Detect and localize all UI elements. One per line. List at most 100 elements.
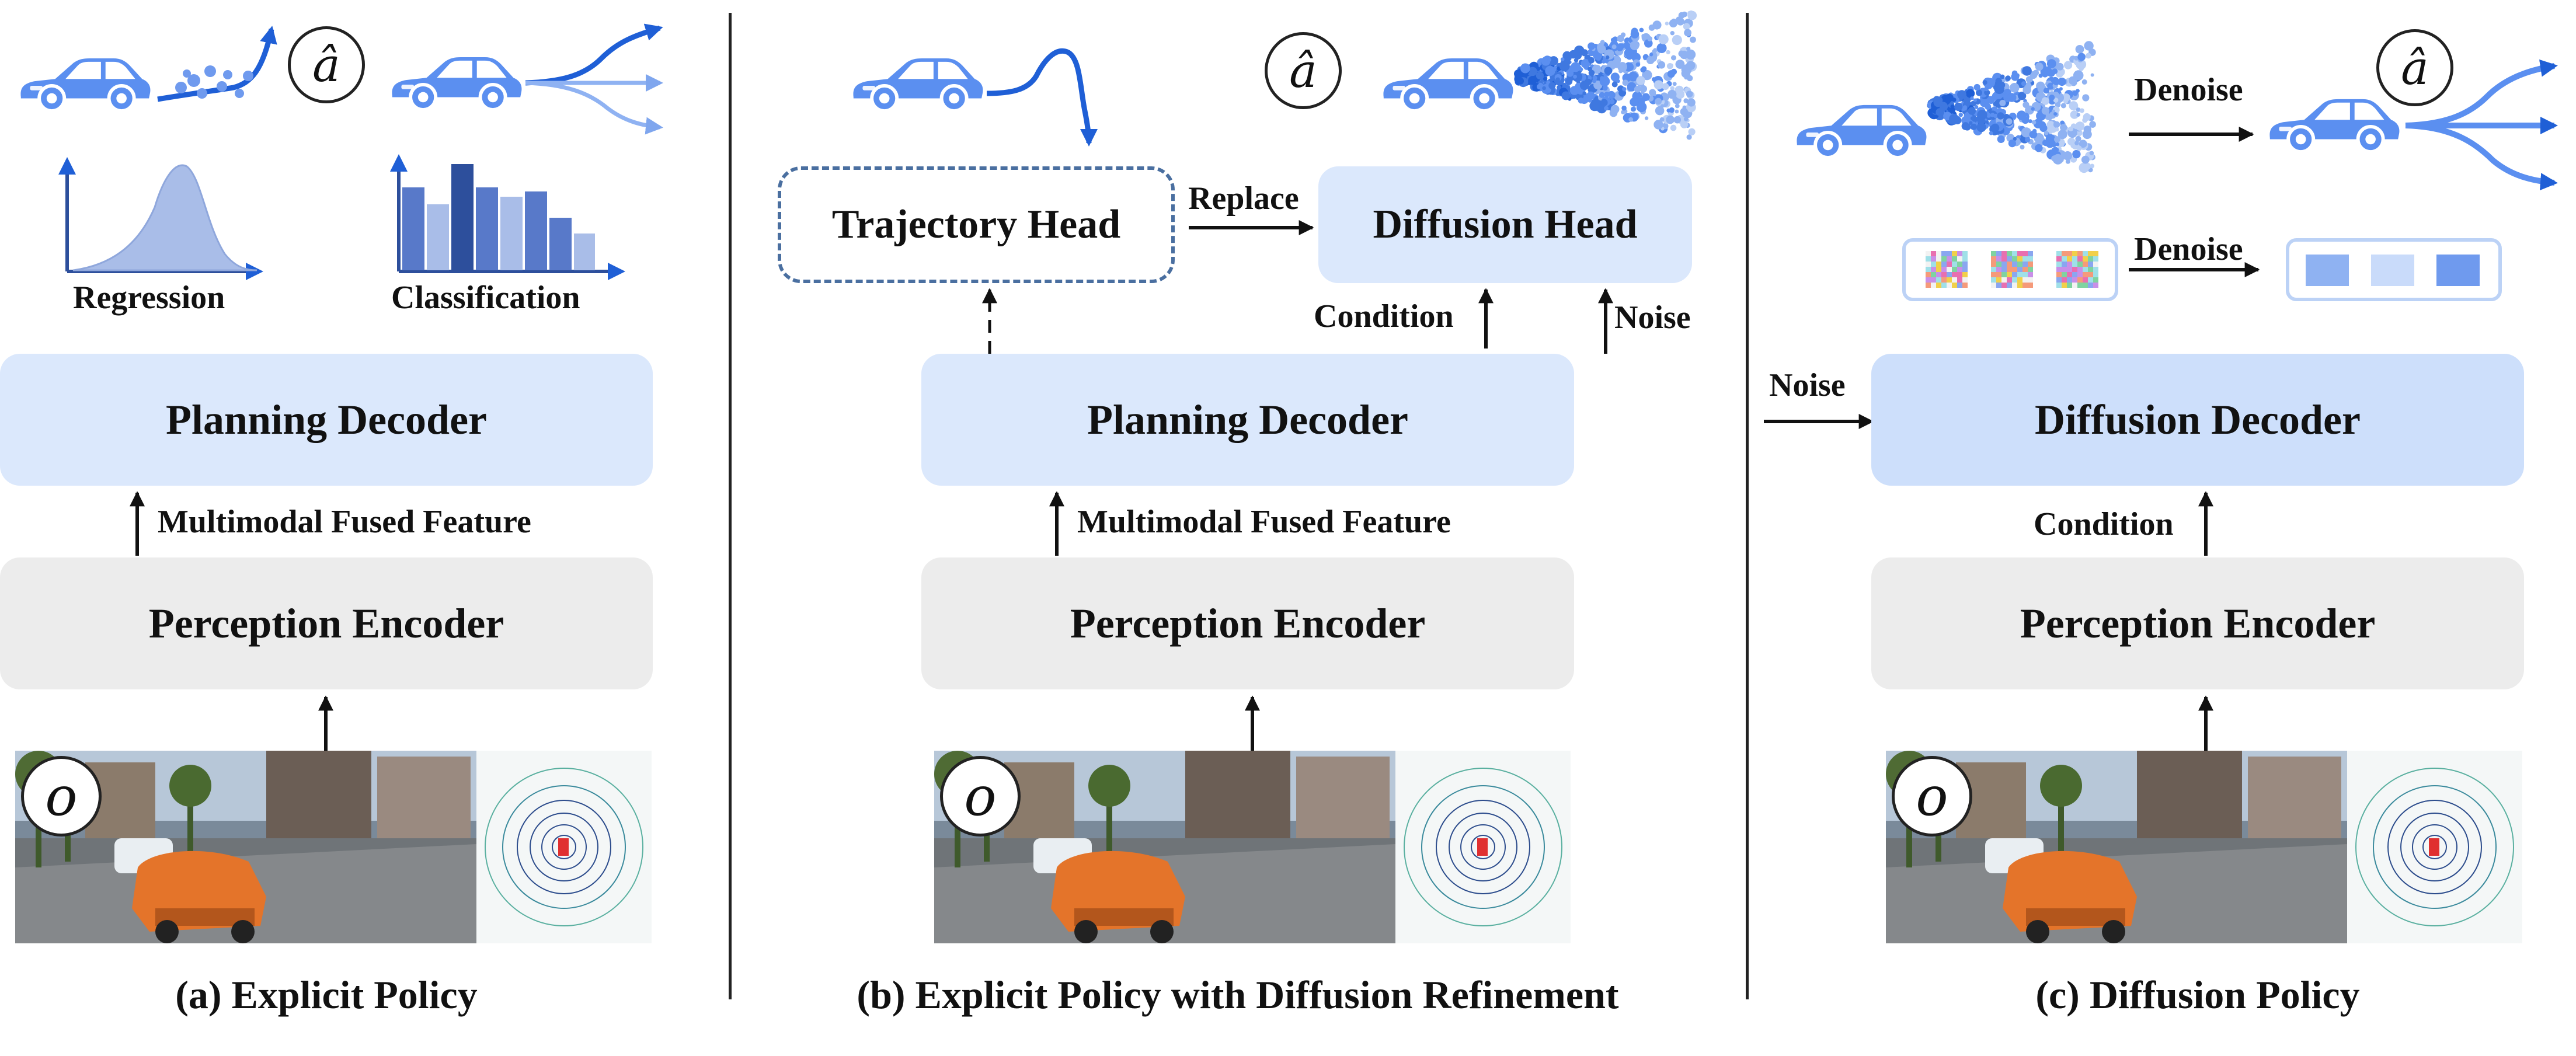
noise-particle — [1653, 120, 1663, 130]
noise-pixel — [2062, 262, 2067, 267]
noise-pixel — [2056, 277, 2062, 283]
noise-particle — [1574, 58, 1579, 62]
noise-particle — [1520, 63, 1530, 74]
noise-particle — [2068, 126, 2074, 131]
noise-pixel — [2007, 272, 2012, 277]
noise-particle — [2035, 62, 2044, 71]
noise-particle — [1528, 67, 1537, 76]
noise-particle — [2055, 102, 2061, 107]
noise-particle — [1617, 62, 1627, 72]
noise-particle — [1597, 45, 1606, 54]
noise-particle — [1985, 103, 1992, 110]
classification-histogram-icon — [390, 154, 625, 280]
noise-pixel — [2072, 277, 2077, 283]
noise-particle — [1971, 123, 1977, 130]
noise-particle — [1537, 83, 1543, 90]
noise-particle — [1545, 65, 1555, 76]
clean-token-bar — [2286, 238, 2502, 301]
noise-pixel — [2056, 272, 2062, 277]
classification-label: Classification — [391, 280, 580, 316]
input-arrow — [1245, 695, 1260, 753]
noise-particle — [1675, 103, 1680, 109]
noise-pixel — [2028, 267, 2033, 272]
condition-label: Condition — [1314, 298, 1454, 334]
noise-pixel — [2083, 277, 2088, 283]
noise-particle — [1588, 57, 1595, 64]
noise-particle — [2076, 89, 2080, 93]
noise-pixel — [1952, 256, 1957, 262]
noise-particle — [1686, 61, 1696, 70]
noise-particle — [1668, 89, 1677, 99]
noise-particle — [1588, 50, 1594, 56]
noise-particle — [1949, 114, 1959, 124]
noise-particle — [1641, 34, 1646, 38]
noise-particle — [1547, 58, 1551, 62]
noise-pixel — [2022, 277, 2028, 283]
noise-pixel — [2077, 283, 2083, 288]
replace-label: Replace — [1188, 180, 1299, 217]
feature-label: Multimodal Fused Feature — [158, 504, 531, 540]
noise-particle — [2041, 97, 2049, 105]
noise-particle — [1543, 76, 1548, 81]
noise-particle — [1588, 86, 1595, 93]
noise-pixel — [2022, 262, 2028, 267]
noise-pixel — [2012, 283, 2017, 288]
noise-particle — [1649, 89, 1656, 96]
noise-particle — [2075, 121, 2085, 131]
noise-pixel — [1991, 267, 1996, 272]
noise-particle — [1950, 104, 1955, 109]
regression-distribution-icon — [58, 157, 263, 280]
noise-pixel — [2028, 262, 2033, 267]
noise-particle — [1678, 50, 1685, 57]
noise-particle — [1599, 92, 1605, 98]
noise-particle — [1670, 31, 1675, 36]
noise-pixel — [1931, 272, 1936, 277]
noise-pixel — [1952, 267, 1957, 272]
noise-particle — [2021, 127, 2032, 138]
noise-pixel — [1931, 283, 1936, 288]
noise-pixel — [1947, 251, 1952, 256]
noise-pixel — [2077, 256, 2083, 262]
noise-particle — [1680, 120, 1689, 128]
noise-particle — [1676, 18, 1684, 26]
noise-particle — [1976, 89, 1982, 96]
noise-particle — [1658, 34, 1669, 44]
noise-pixel — [2077, 262, 2083, 267]
noise-pixel — [2062, 256, 2067, 262]
noise-particle — [1688, 128, 1696, 135]
noise-pixel — [2017, 267, 2022, 272]
noise-particle — [1649, 53, 1653, 57]
noise-particle — [1624, 48, 1634, 58]
noise-pixel — [1947, 267, 1952, 272]
sensor-observation-image — [1886, 751, 2522, 943]
noise-particle — [1997, 135, 2005, 143]
noise-particle — [1665, 22, 1669, 26]
noise-particle — [1557, 85, 1562, 90]
noise-pixel — [2083, 283, 2088, 288]
noise-particle — [1963, 105, 1967, 109]
noise-particle — [2011, 70, 2018, 76]
noise-pixel — [2001, 283, 2007, 288]
regression-label: Regression — [73, 280, 225, 316]
perception-encoder-box: Perception Encoder — [921, 557, 1574, 689]
noise-particle — [1647, 36, 1653, 41]
noise-particle — [1602, 85, 1608, 91]
diffusion-decoder-box: Diffusion Decoder — [1871, 354, 2524, 486]
panel-divider-left — [729, 13, 732, 999]
planning-decoder-label: Planning Decoder — [1087, 396, 1408, 443]
noise-particle — [1630, 72, 1638, 81]
noise-pixel — [1931, 277, 1936, 283]
noise-pixel — [1957, 283, 1962, 288]
noise-particle — [2054, 136, 2060, 143]
noise-pixel — [1996, 283, 2001, 288]
noise-pixel — [2093, 262, 2098, 267]
noise-particle — [2044, 131, 2049, 135]
denoise-arrow-top — [2129, 127, 2254, 142]
noise-particle — [1604, 67, 1613, 75]
noise-pixel — [1936, 267, 1941, 272]
observation-symbol: o — [940, 756, 1021, 837]
noise-pixel — [1996, 262, 2001, 267]
noise-particle — [1627, 82, 1637, 92]
noise-particle — [2046, 59, 2056, 68]
perception-encoder-label: Perception Encoder — [1070, 600, 1426, 647]
